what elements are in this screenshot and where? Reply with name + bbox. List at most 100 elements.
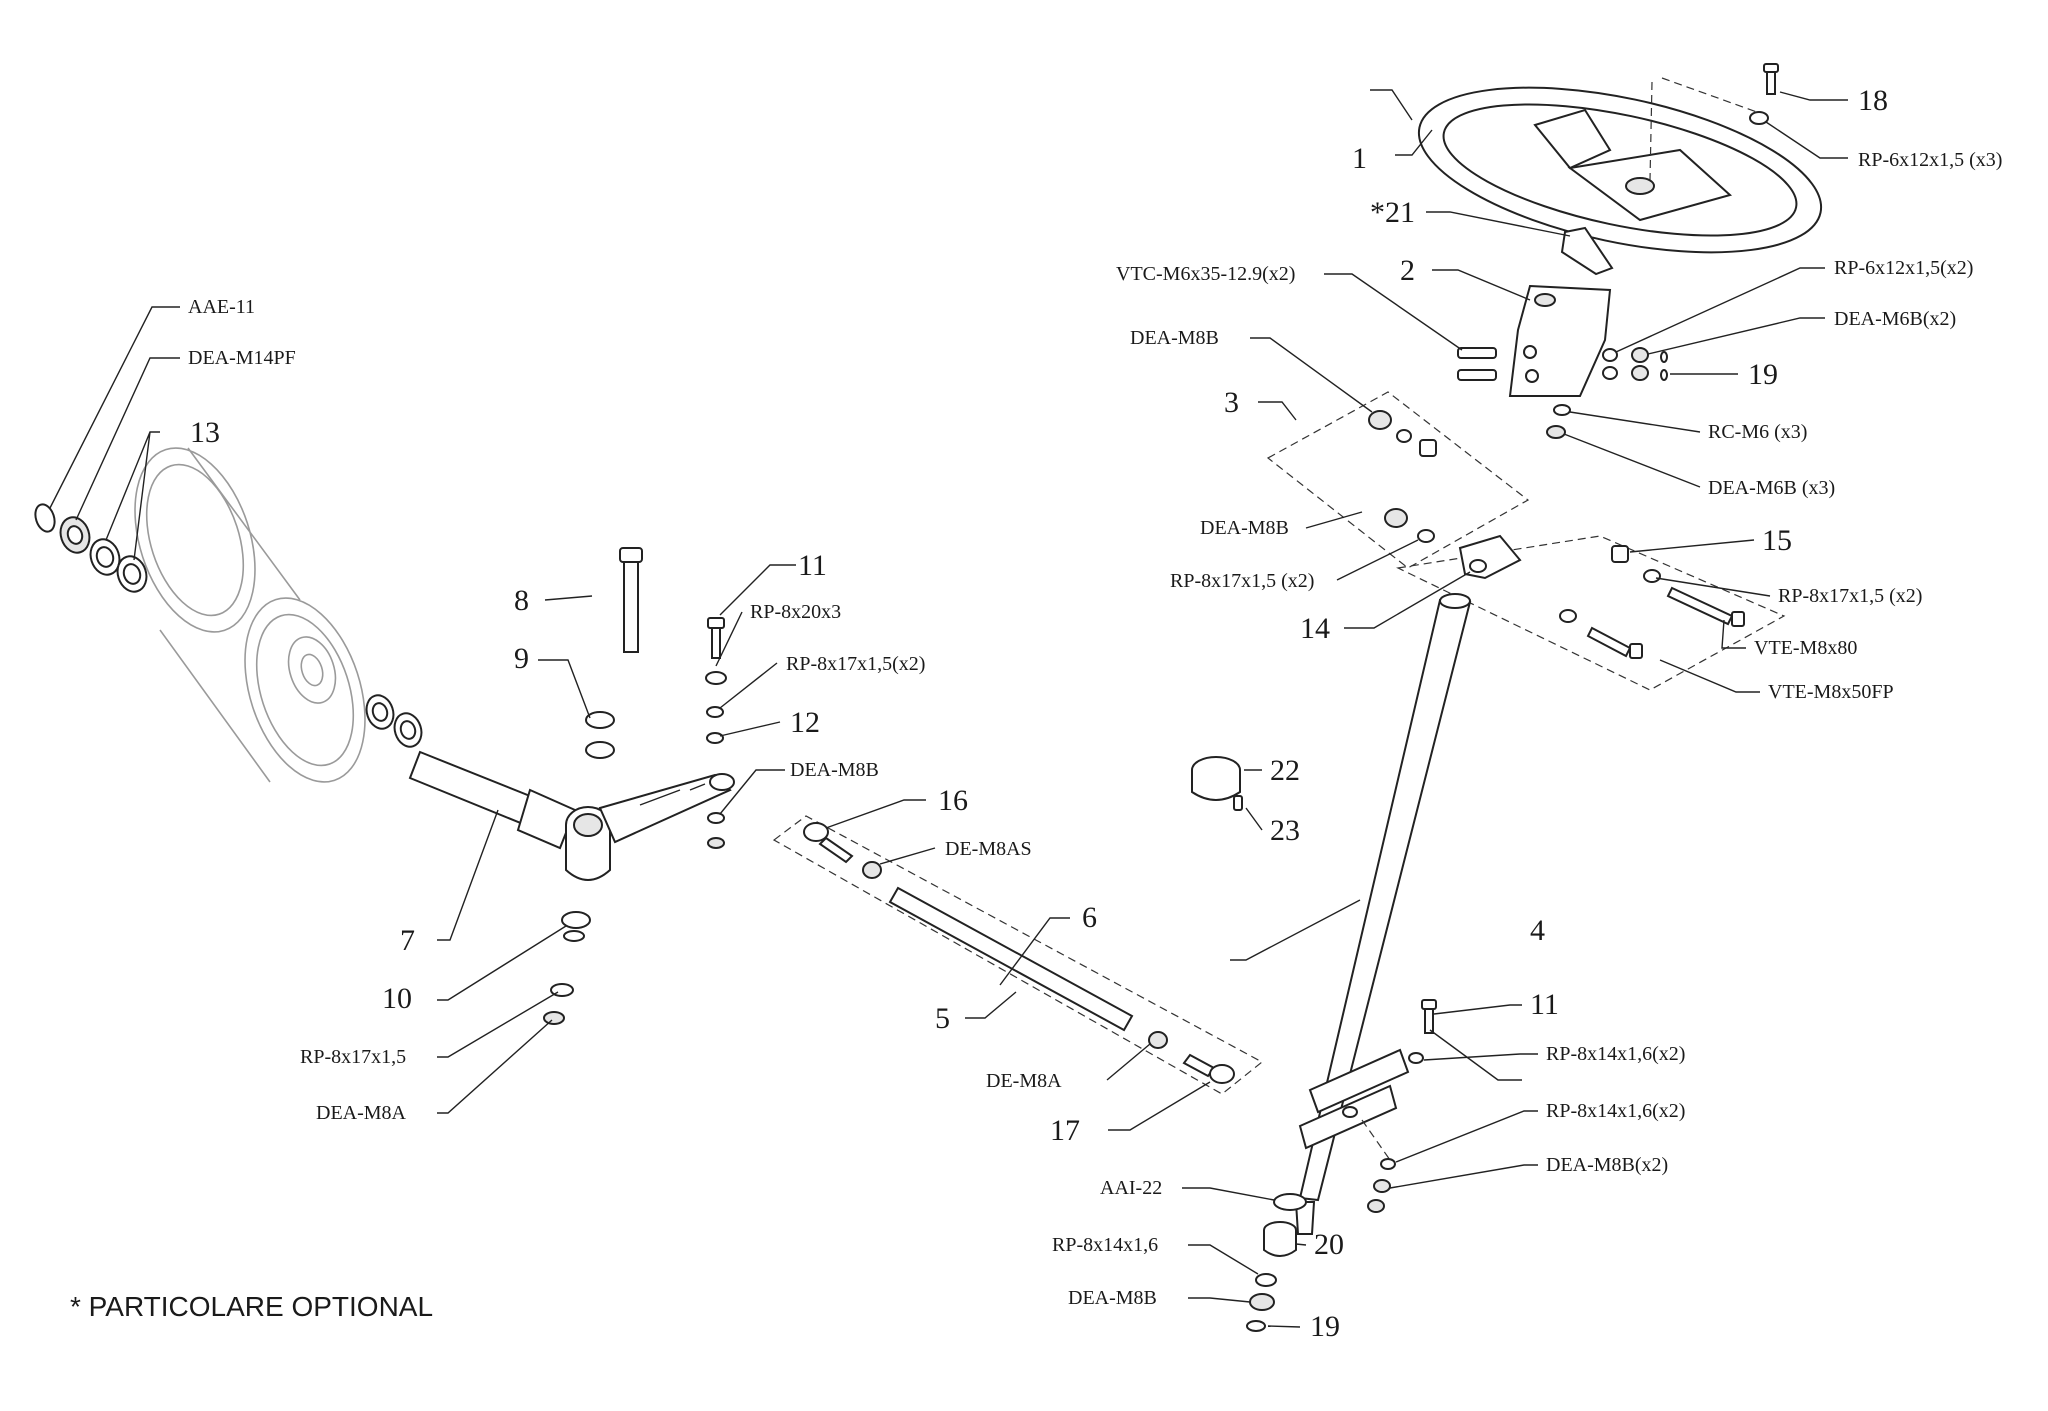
- steering-wheel-1: [1417, 86, 1823, 254]
- spindle-7: [408, 750, 735, 881]
- washer-rp-8x14: [1255, 1273, 1277, 1287]
- label-22: 22: [1270, 754, 1300, 787]
- washer-mid-clamp: [1559, 609, 1577, 623]
- nut-dea-m8b-bottom: [1249, 1293, 1275, 1311]
- column-bolt-axis: [1361, 1119, 1391, 1161]
- label-rc-m6: RC-M6 (x3): [1708, 421, 1807, 443]
- label-13: 13: [190, 416, 220, 449]
- nuts-dea-m8b-x2: [1367, 1179, 1391, 1213]
- spacer-3: [1396, 429, 1437, 457]
- tie-rod-group-outline: [772, 815, 1264, 1095]
- label-vte-m8x50fp: VTE-M8x50FP: [1768, 681, 1894, 703]
- label-rp-8x17-x2-mid: RP-8x17x1,5 (x2): [1170, 570, 1314, 592]
- wheel-bolt-axis: [1649, 77, 1769, 181]
- label-18: 18: [1858, 84, 1888, 117]
- label-dea-m14pf: DEA-M14PF: [188, 347, 296, 369]
- bolt-11-right: [1421, 999, 1437, 1034]
- label-10: 10: [382, 982, 412, 1015]
- label-dea-m8b-bottom: DEA-M8B: [1068, 1287, 1157, 1309]
- nuts-dea-m6b-x2: [1631, 347, 1649, 381]
- label-7: 7: [400, 924, 415, 957]
- label-11-left: 11: [798, 549, 827, 582]
- label-dea-m8b-x2: DEA-M8B(x2): [1546, 1154, 1668, 1176]
- label-rp-8x14-x2-a: RP-8x14x1,6(x2): [1546, 1043, 1685, 1065]
- label-rp-8x17-bottom: RP-8x17x1,5: [300, 1046, 406, 1068]
- label-5: 5: [935, 1002, 950, 1035]
- label-de-m8as: DE-M8AS: [945, 838, 1032, 860]
- bearing-inner-a: [365, 694, 395, 730]
- nut-dea-m6b-x3: [1546, 425, 1566, 439]
- washer-rp-6x12-x3: [1749, 111, 1769, 125]
- hub-2: [1508, 284, 1612, 397]
- label-vte-m8x80: VTE-M8x80: [1754, 637, 1857, 659]
- label-17: 17: [1050, 1114, 1080, 1147]
- nut-dea-m14pf: [59, 516, 91, 554]
- circlip-aai22: [1273, 1193, 1307, 1211]
- washer-rp-8x14-b: [1380, 1158, 1396, 1170]
- label-rp-8x20x3: RP-8x20x3: [750, 601, 841, 623]
- label-dea-m8b-top: DEA-M8B: [1130, 327, 1219, 349]
- label-11-right: 11: [1530, 988, 1559, 1021]
- label-rp-8x14: RP-8x14x1,6: [1052, 1234, 1158, 1256]
- label-rp-8x17-x2-right: RP-8x17x1,5 (x2): [1778, 585, 1922, 607]
- optional-part-note: * PARTICOLARE OPTIONAL: [70, 1291, 433, 1322]
- label-3: 3: [1224, 386, 1239, 419]
- nut-de-m8a: [1148, 1031, 1168, 1049]
- bolt-vte-m8x80: [1666, 586, 1745, 627]
- clamp-group-15-outline: [1396, 535, 1786, 691]
- label-23: 23: [1270, 814, 1300, 847]
- label-dea-m6b-x2: DEA-M6B(x2): [1834, 308, 1956, 330]
- washer-rc-m6: [1553, 404, 1571, 416]
- nut-dea-m8b-top: [1368, 410, 1392, 430]
- grub-screw-23: [1233, 795, 1243, 811]
- label-15: 15: [1762, 524, 1792, 557]
- nuts-dea-m8b-left: [707, 812, 725, 849]
- label-20: 20: [1314, 1228, 1344, 1261]
- washers-12: [706, 706, 724, 744]
- label-2: 2: [1400, 254, 1415, 287]
- label-8: 8: [514, 584, 529, 617]
- circlip-aae11: [34, 503, 56, 533]
- steering-column-4: [1294, 593, 1472, 1235]
- label-dea-m8a: DEA-M8A: [316, 1102, 407, 1124]
- nut-dea-m8a: [543, 1011, 565, 1025]
- label-aai22: AAI-22: [1100, 1177, 1162, 1199]
- label-dea-m6b-x3: DEA-M6B (x3): [1708, 477, 1835, 499]
- bolt-11-left: [707, 617, 725, 659]
- nut-de-m8as: [862, 861, 882, 879]
- bearing-13a: [89, 538, 121, 576]
- clamp-14: [1458, 534, 1522, 580]
- washer-rp-8x17-mid: [1417, 529, 1435, 543]
- label-vtc-m6x35: VTC-M6x35-12.9(x2): [1116, 263, 1295, 285]
- label-4: 4: [1530, 914, 1545, 947]
- clamp-group-3-outline: [1266, 391, 1530, 569]
- wheel-rim: [134, 447, 366, 783]
- plate-21: [1560, 226, 1614, 276]
- label-rp-6x12-x2: RP-6x12x1,5(x2): [1834, 257, 1973, 279]
- label-16: 16: [938, 784, 968, 817]
- bush-20: [1263, 1221, 1297, 1257]
- tie-rod-6: [888, 886, 1134, 1032]
- washer-rp-8x14-a: [1408, 1052, 1424, 1064]
- label-14: 14: [1300, 612, 1330, 645]
- label-de-m8a: DE-M8A: [986, 1070, 1062, 1092]
- tie-rod-end-17: [1182, 1053, 1235, 1084]
- label-21: *21: [1370, 196, 1415, 229]
- washer-column-lower: [1342, 1106, 1358, 1118]
- label-rp-6x12-x3: RP-6x12x1,5 (x3): [1858, 149, 2002, 171]
- bolt-vte-m8x50fp: [1586, 626, 1643, 659]
- leader-lines: [49, 89, 1848, 1328]
- bearing-inner-b: [393, 712, 423, 748]
- label-dea-m8b-left: DEA-M8B: [790, 759, 879, 781]
- label-12: 12: [790, 706, 820, 739]
- label-9: 9: [514, 642, 529, 675]
- bush-10: [561, 911, 591, 942]
- washers-rp-6x12-x2: [1602, 348, 1618, 380]
- collar-22: [1191, 756, 1241, 801]
- bush-9: [585, 711, 615, 759]
- label-6: 6: [1082, 901, 1097, 934]
- label-dea-m8b-mid: DEA-M8B: [1200, 517, 1289, 539]
- bolt-8: [619, 547, 643, 653]
- label-19-bottom: 19: [1310, 1310, 1340, 1343]
